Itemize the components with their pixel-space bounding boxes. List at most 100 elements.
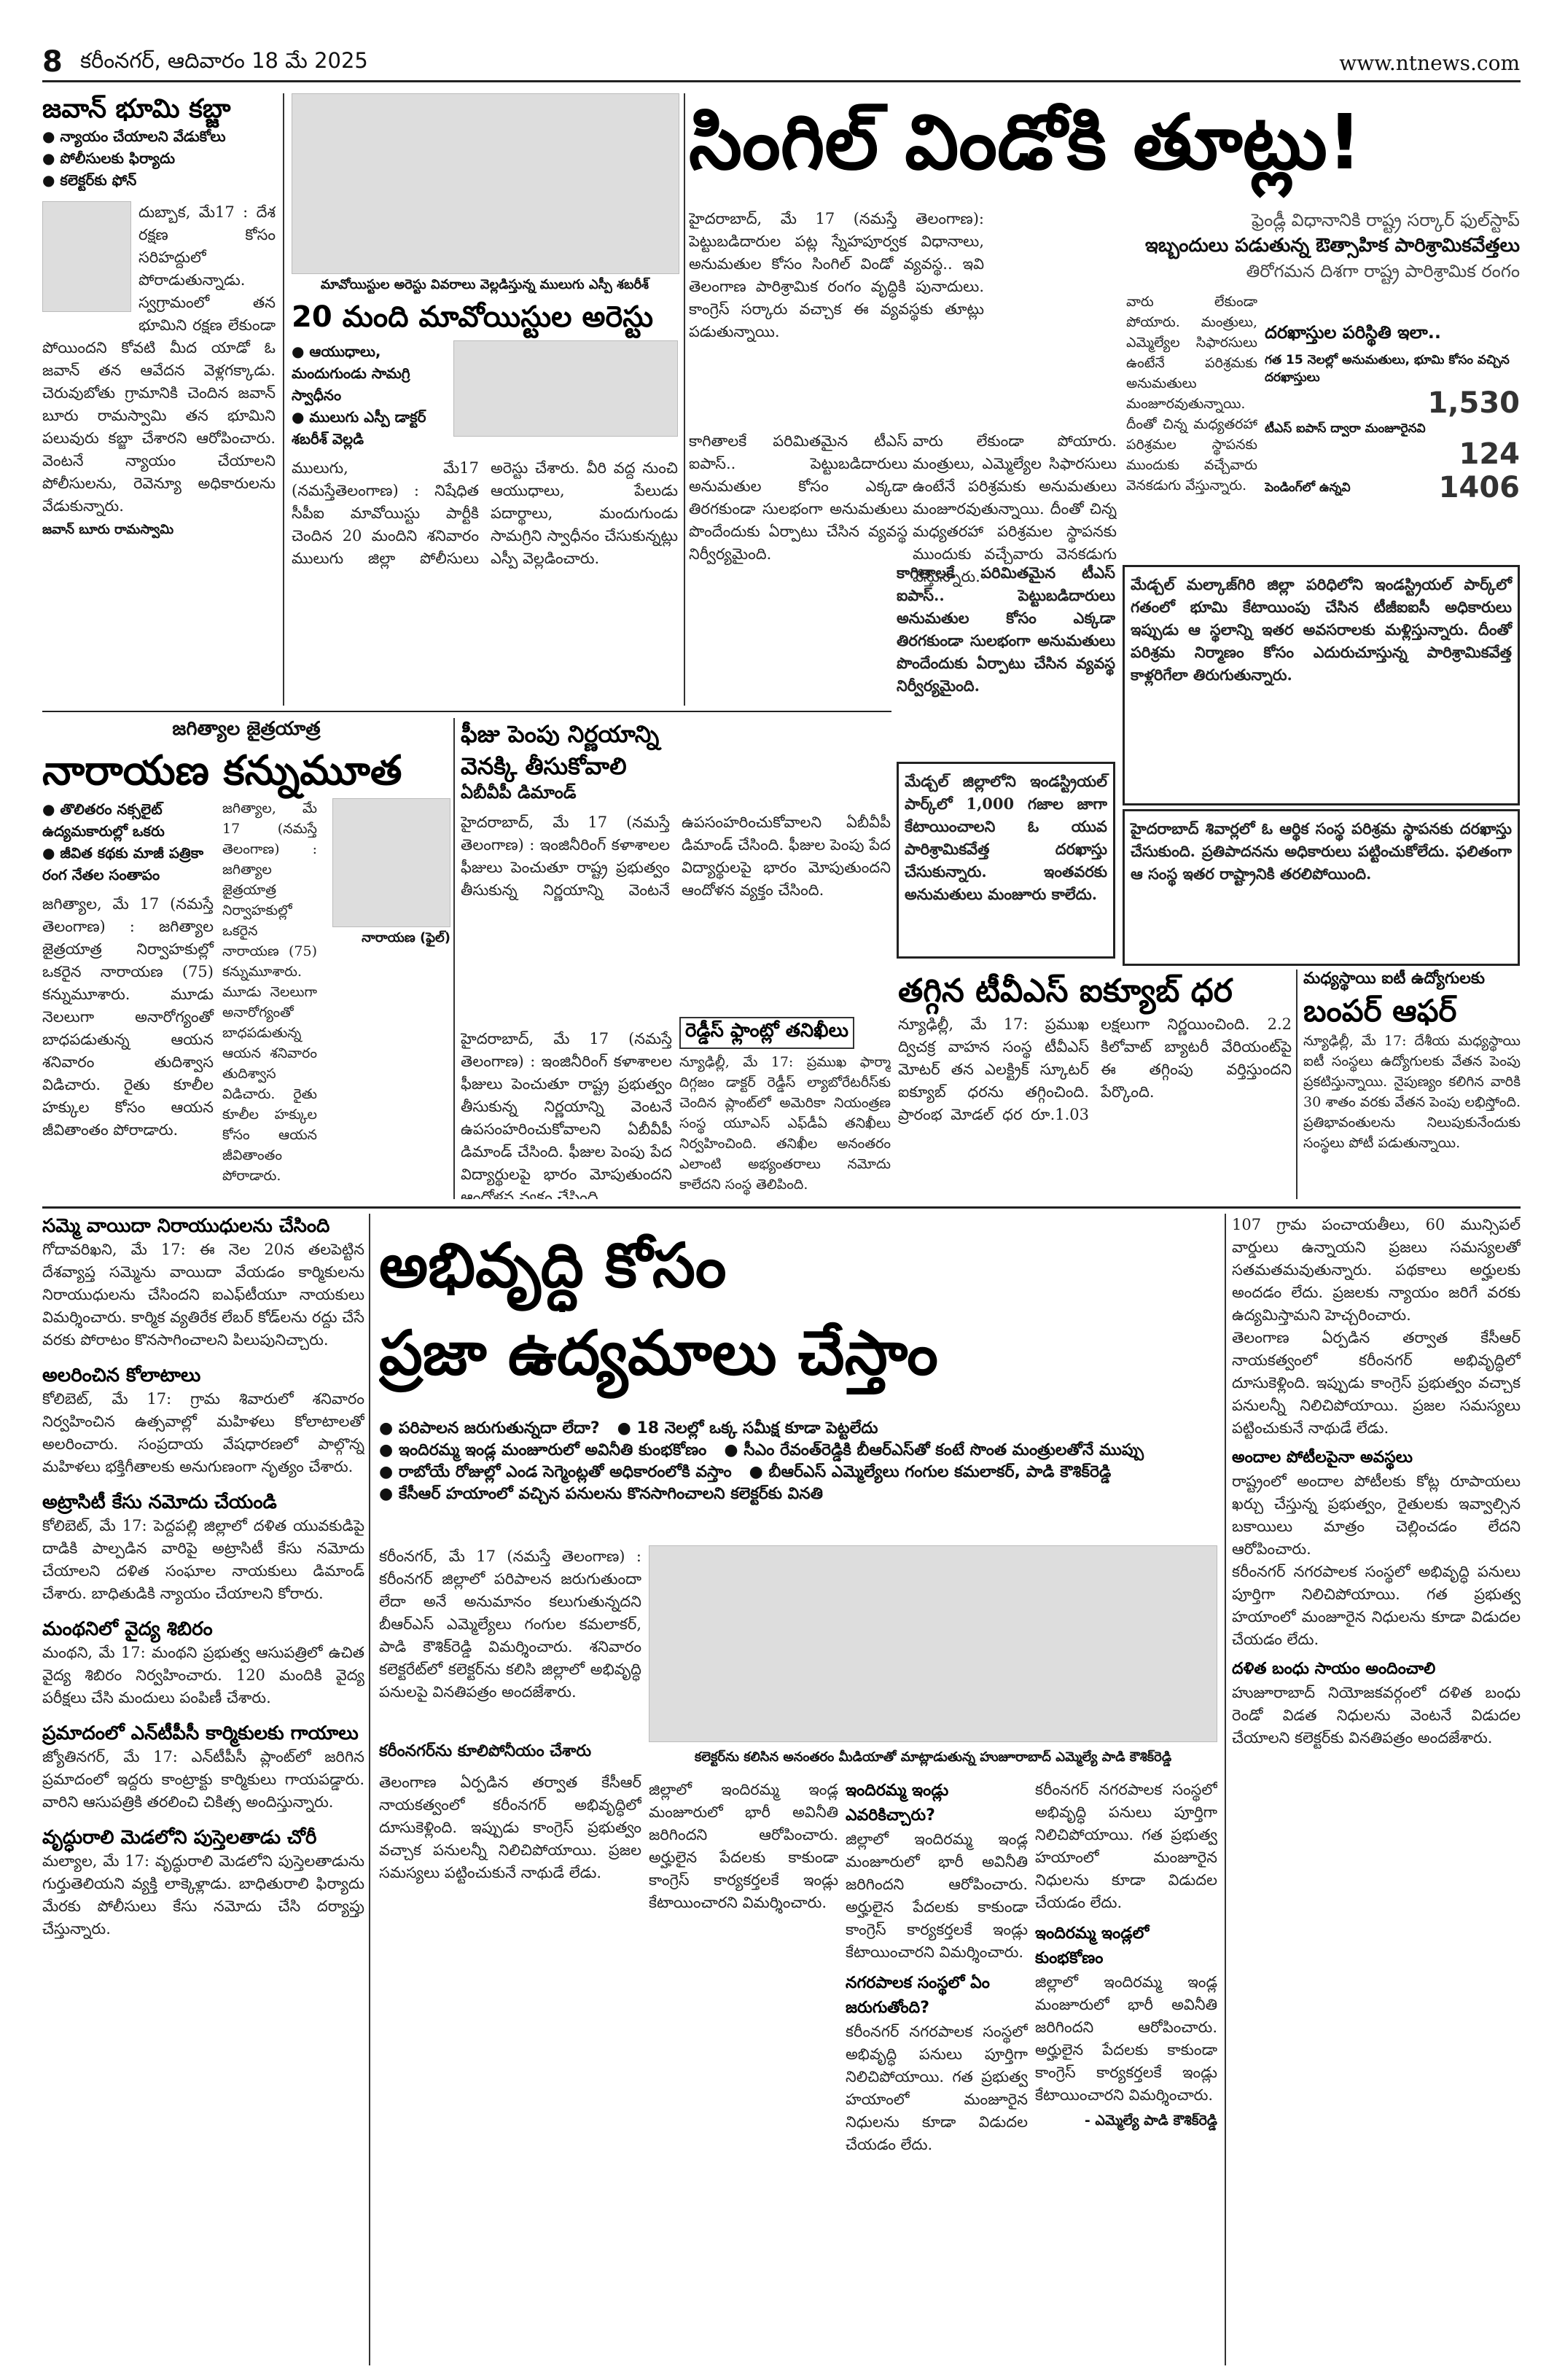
brief-body: మల్యాల, మే 17: వృద్ధురాలి మెడలోని పుస్తె… bbox=[42, 1852, 364, 1938]
column-rule bbox=[1225, 1214, 1226, 2365]
development-body: కరీంనగర్ నగరపాలక సంస్థలో అభివృద్ధి పనులు… bbox=[846, 2023, 1028, 2153]
maoists-kicker: మావోయిస్టుల అరెస్టు వివరాలు వెల్లడిస్తున… bbox=[320, 277, 649, 292]
development-right-column: 107 గ్రామ పంచాయతీలు, 60 మున్సిపల్ వార్డు… bbox=[1232, 1214, 1521, 2365]
application-stats-panel: దరఖాస్తుల పరిస్థితి ఇలా.. గత 15 నెలల్లో … bbox=[1265, 321, 1520, 554]
development-body: జిల్లాలో ఇందిరమ్మ ఇండ్ల మంజూరులో భారీ అవ… bbox=[846, 1830, 1028, 1961]
development-bullet: 18 నెలల్లో ఒక్క సమీక్ష కూడా పెట్టలేదు bbox=[617, 1418, 878, 1440]
redees-article: రెడ్డీస్ ఫ్లాంట్లో తనిఖీలు న్యూఢిల్లీ, మ… bbox=[679, 1017, 891, 1199]
single-window-body-1: హైదరాబాద్, మే 17 (నమస్తే తెలంగాణ): పెట్ట… bbox=[689, 210, 984, 340]
development-body-3: జిల్లాలో ఇందిరమ్మ ఇండ్ల మంజూరులో భారీ అవ… bbox=[649, 1781, 838, 1911]
column-rule bbox=[283, 93, 284, 706]
stat-value: 1,530 bbox=[1427, 386, 1520, 420]
brief-body: జ్యోతినగర్, మే 17: ఎన్‌టీపీసీ ప్లాంట్‌లో… bbox=[42, 1748, 364, 1811]
jawan-photo bbox=[42, 201, 131, 312]
maoists-bullet: ఆయుధాలు, మందుగుండు సామగ్రి స్వాధీనం bbox=[292, 340, 445, 406]
development-col-4: కరీంనగర్ నగరపాలక సంస్థలో అభివృద్ధి పనులు… bbox=[1035, 1779, 1217, 2362]
fee-body: హైదరాబాద్, మే 17 (నమస్తే తెలంగాణ) : ఇంజి… bbox=[461, 814, 891, 899]
development-body: జిల్లాలో ఇందిరమ్మ ఇండ్ల మంజూరులో భారీ అవ… bbox=[1035, 1973, 1217, 2104]
development-subhead: ఇందిరమ్మ ఇండ్లలో కుంభకోణం bbox=[1035, 1924, 1150, 1967]
development-headline-1: అభివృద్ధి కోసం bbox=[379, 1230, 727, 1301]
column-rule bbox=[1296, 969, 1298, 1199]
boxed-note-1: మేడ్చల్ మల్కాజ్‌గిరి జిల్లా పరిధిలోని ఇం… bbox=[1123, 565, 1520, 805]
fee-article: ఫీజు పెంపు నిర్ణయాన్ని వెనక్కి తీసుకోవాల… bbox=[461, 718, 891, 1024]
brief-headline: వృద్ధురాలి మెడలోని పుస్తెలతాడు చోరీ bbox=[42, 1827, 317, 1849]
development-subhead: నగరపాలక సంస్థలో ఏం జరుగుతోంది? bbox=[846, 1974, 990, 2017]
jagtial-caption: నారాయణ (ఫైల్) bbox=[362, 930, 450, 945]
jawan-article: జవాన్ భూమి కబ్జా న్యాయం చేయాలని వేడుకోలు… bbox=[42, 93, 276, 589]
deck-line: ఇబ్బందులు పడుతున్న ఔత్సాహిక పారిశ్రామికవ… bbox=[1144, 235, 1520, 257]
development-bullet: బీఆర్‌ఎస్ ఎమ్మెల్యేలు గంగుల కమలాకర్, పాడ… bbox=[749, 1462, 1111, 1483]
quote-attribution: - ఎమ్మెల్యే పాడి కౌశిక్‌రెడ్డి bbox=[1084, 2112, 1217, 2129]
it-headline: బంపర్ ఆఫర్ bbox=[1303, 993, 1457, 1029]
it-body: న్యూఢిల్లీ, మే 17: దేశీయ మధ్యస్థాయి ఐటీ … bbox=[1303, 1033, 1521, 1151]
development-body: హుజూరాబాద్ నియోజకవర్గంలో దళిత బంధు రెండో… bbox=[1232, 1684, 1521, 1747]
stat-value: 1406 bbox=[1438, 471, 1520, 504]
boxed-note-2: మేడ్చల్ జిల్లాలోని ఇండస్ట్రియల్ పార్క్‌ల… bbox=[897, 762, 1115, 959]
column-rule bbox=[453, 718, 455, 1199]
single-window-headline: సింగిల్ విండోకి తూట్లు! bbox=[689, 98, 1362, 187]
development-bullet: పరిపాలన జరుగుతున్నదా లేదా? bbox=[379, 1418, 600, 1440]
single-window-deck: ఫ్రెండ్లీ విధానానికి రాష్ట్ర సర్కార్ ఫుల… bbox=[991, 208, 1520, 288]
jagtial-body-cont: జగిత్యాల, మే 17 (నమస్తే తెలంగాణ) : జగిత్… bbox=[222, 800, 317, 1184]
boxed-note-3: హైదరాబాద్ శివార్లలో ఓ ఆర్థిక సంస్థ పరిశ్… bbox=[1123, 809, 1520, 966]
development-body: 107 గ్రామ పంచాయతీలు, 60 మున్సిపల్ వార్డు… bbox=[1232, 1216, 1521, 1324]
column-rule bbox=[684, 93, 685, 706]
fee-sub: ఏబీవీపీ డిమాండ్ bbox=[461, 782, 577, 803]
jawan-bullet: న్యాయం చేయాలని వేడుకోలు bbox=[42, 125, 276, 147]
development-body: కరీంనగర్ నగరపాలక సంస్థలో అభివృద్ధి పనులు… bbox=[1035, 1781, 1217, 1911]
deck-line: ఫ్రెండ్లీ విధానానికి రాష్ట్ర సర్కార్ ఫుల… bbox=[1252, 210, 1520, 230]
stat-label: పెండింగ్‌లో ఉన్నవి bbox=[1265, 480, 1351, 495]
jagtial-photo bbox=[332, 798, 450, 927]
development-col-mid: ఇందిరమ్మ ఇండ్లు ఎవరికిచ్చారు? జిల్లాలో ఇ… bbox=[846, 1779, 1028, 2362]
brief-headline: మంథనిలో వైద్య శిబిరం bbox=[42, 1618, 213, 1640]
jawan-bullet: పోలీసులకు ఫిర్యాదు bbox=[42, 147, 276, 169]
development-bullet: సీఎం రేవంత్‌రెడ్డికి బీఆర్‌ఎస్‌తో కంటే స… bbox=[724, 1440, 1144, 1462]
development-subhead: అందాల పోటీలపైనా అవస్థలు bbox=[1232, 1448, 1413, 1467]
stat-value: 124 bbox=[1459, 437, 1521, 471]
development-subhead-1: కరీంనగర్‌ను కూలిపోనీయం చేశారు bbox=[379, 1742, 592, 1760]
jagtial-bullet: జీవిత కథకు మాజీ పత్రికా రంగ నేతల సంతాపం bbox=[42, 842, 214, 886]
column-rule bbox=[369, 1214, 370, 2365]
development-body: తెలంగాణ ఏర్పడిన తర్వాత కేసీఆర్ నాయకత్వంల… bbox=[1232, 1329, 1521, 1437]
fee-headline: ఫీజు పెంపు నిర్ణయాన్ని వెనక్కి తీసుకోవాల… bbox=[461, 720, 660, 780]
jawan-body: దుబ్బాక, మే17 : దేశ రక్షణ కోసం సరిహద్దుల… bbox=[42, 203, 276, 515]
stats-title: దరఖాస్తుల పరిస్థితి ఇలా.. bbox=[1265, 322, 1441, 343]
jagtial-headline: నారాయణ కన్నుమూత bbox=[42, 747, 402, 795]
maoists-headline: 20 మంది మావోయిస్టుల అరెస్టు bbox=[292, 300, 654, 334]
development-body-2: తెలంగాణ ఏర్పడిన తర్వాత కేసీఆర్ నాయకత్వంల… bbox=[379, 1774, 641, 1881]
redees-body: న్యూఢిల్లీ, మే 17: ప్రముఖ ఫార్మా దిగ్గజం… bbox=[679, 1054, 891, 1193]
single-window-body-3: వారు లేకుండా పోయారు. మంత్రులు, ఎమ్మెల్యే… bbox=[913, 432, 1117, 585]
dateline: కరీంనగర్, ఆదివారం 18 మే 2025 bbox=[80, 48, 368, 73]
jawan-headline: జవాన్ భూమి కబ్జా bbox=[42, 94, 231, 124]
development-bullets: పరిపాలన జరుగుతున్నదా లేదా? 18 నెలల్లో ఒక… bbox=[379, 1418, 1217, 1542]
stat-label: టీఎస్ ఐపాస్ ద్వారా మంజూరైనవి bbox=[1265, 421, 1426, 436]
brief-body: కోలిబెట్, మే 17: పెద్దపల్లి జిల్లాలో దళి… bbox=[42, 1517, 364, 1602]
development-subhead: ఇందిరమ్మ ఇండ్లు ఎవరికిచ్చారు? bbox=[846, 1782, 949, 1825]
page-number: 8 bbox=[42, 45, 63, 79]
development-bullet: కేసీఆర్ హయాంలో వచ్చిన పనులను కొనసాగించాల… bbox=[379, 1483, 823, 1505]
brief-headline: ప్రమాదంలో ఎన్‌టీపీసీ కార్మికులకు గాయాలు bbox=[42, 1722, 359, 1744]
single-window-body-5: కాగితాలకే పరిమితమైన టీఎస్ ఐపాస్.. పెట్టు… bbox=[897, 563, 1115, 695]
fee-body-cont: హైదరాబాద్, మే 17 (నమస్తే తెలంగాణ) : ఇంజి… bbox=[461, 1030, 672, 1199]
tvs-article: తగ్గిన టీవీఎస్ ఐక్యూబ్ ధర న్యూఢిల్లీ, మే… bbox=[898, 969, 1292, 1199]
maoists-body: ములుగు, మే17 (నమస్తేతెలంగాణ) : నిషేధిత స… bbox=[292, 459, 678, 567]
redees-headline: రెడ్డీస్ ఫ్లాంట్లో తనిఖీలు bbox=[679, 1017, 854, 1049]
development-subhead: దళిత బంధు సాయం అందించాలి bbox=[1232, 1660, 1436, 1678]
brief-body: మంథని, మే 17: మంథని ప్రభుత్వ ఆసుపత్రిలో … bbox=[42, 1644, 364, 1706]
brief-headline: అలరించిన కోలాటాలు bbox=[42, 1365, 201, 1386]
website-link[interactable]: www.ntnews.com bbox=[1339, 51, 1520, 75]
section-rule bbox=[42, 1206, 1521, 1209]
development-bullet: ఇందిరమ్మ ఇండ్ల మంజూరులో అవినీతి కుంభకోణం bbox=[379, 1440, 706, 1462]
tvs-body: న్యూఢిల్లీ, మే 17: ప్రముఖ ద్విచక్ర వాహన … bbox=[898, 1015, 1292, 1123]
jawan-bullet: కలెక్టర్‌కు ఫోన్ bbox=[42, 169, 276, 191]
maoists-bullet: ములుగు ఎస్పీ డాక్టర్ శబరీశ్ వెల్లడి bbox=[292, 406, 445, 450]
it-offer-article: మధ్యస్థాయి ఐటీ ఉద్యోగులకు బంపర్ ఆఫర్ న్య… bbox=[1303, 969, 1521, 1199]
development-body: కరీంనగర్ నగరపాలక సంస్థలో అభివృద్ధి పనులు… bbox=[1232, 1563, 1521, 1648]
deck-line: తిరోగమన దిశగా రాష్ట్ర పారిశ్రామిక రంగం bbox=[1246, 261, 1521, 281]
development-body: రాష్ట్రంలో అందాల పోటీలకు కోట్ల రూపాయలు ఖ… bbox=[1232, 1472, 1521, 1558]
masthead-rule bbox=[42, 80, 1521, 82]
development-top-photo bbox=[649, 1545, 1217, 1742]
tvs-headline: తగ్గిన టీవీఎస్ ఐక్యూబ్ ధర bbox=[898, 972, 1233, 1010]
brief-body: గోదావరిఖని, మే 17: ఈ నెల 20న తలపెట్టిన ద… bbox=[42, 1241, 364, 1349]
jagtial-article: జగిత్యాల జైత్రయాత్ర నారాయణ కన్నుమూత తొలి… bbox=[42, 718, 450, 1199]
